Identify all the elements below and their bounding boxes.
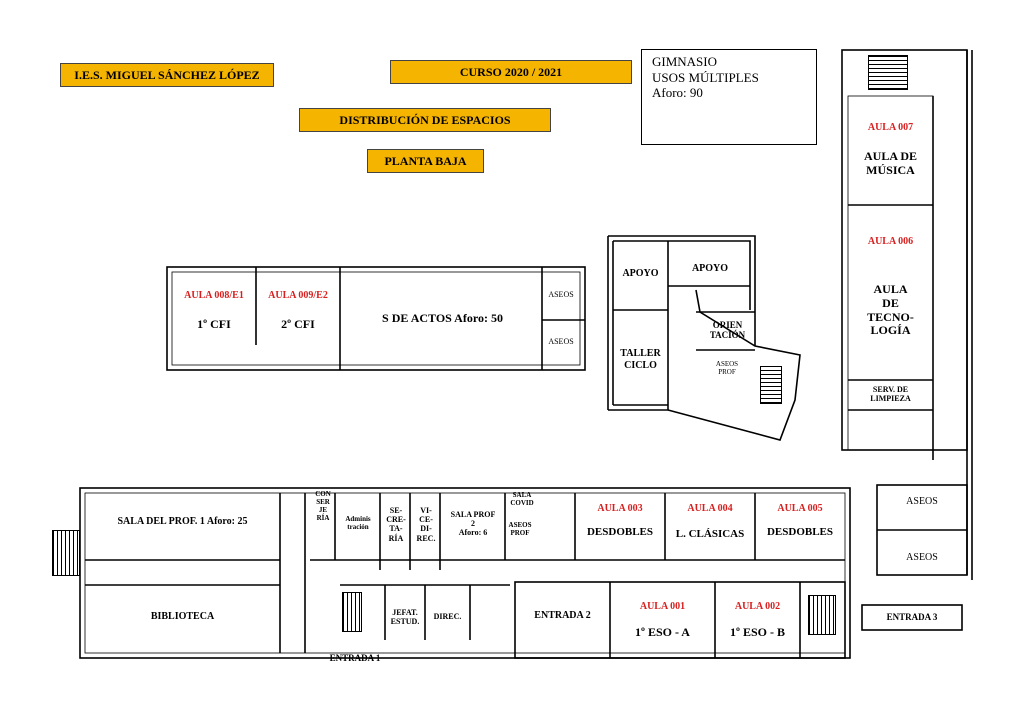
- taller-ciclo: TALLER CICLO: [620, 348, 661, 371]
- aula006-code: AULA 006: [867, 236, 914, 247]
- entrada-1: ENTRADA 1: [329, 653, 381, 663]
- school-title-banner: I.E.S. MIGUEL SÁNCHEZ LÓPEZ: [60, 63, 274, 87]
- aula004-code: AULA 004: [687, 503, 733, 514]
- aula005-code: AULA 005: [777, 503, 823, 514]
- aula003-code: AULA 003: [597, 503, 643, 514]
- aula007-code: AULA 007: [867, 122, 914, 133]
- apoyo-1: APOYO: [622, 268, 659, 279]
- course-banner: CURSO 2020 / 2021: [390, 60, 632, 84]
- floor-banner: PLANTA BAJA: [367, 149, 484, 173]
- course-label: CURSO 2020 / 2021: [459, 64, 563, 79]
- salon-actos: S DE ACTOS Aforo: 50: [382, 311, 503, 325]
- aula003-name: DESDOBLES: [586, 526, 654, 538]
- jefatura-estudios: JEFAT. ESTUD.: [390, 608, 420, 627]
- distribution-banner: DISTRIBUCIÓN DE ESPACIOS: [299, 108, 551, 132]
- stairs-west: [52, 530, 80, 576]
- aula007-name: AULA DE MÚSICA: [863, 149, 917, 177]
- aseos-top-1: ASEOS: [548, 290, 574, 299]
- aula006-name: AULA DE TECNO- LOGÍA: [867, 282, 914, 338]
- aula009-code: AULA 009/E2: [268, 290, 328, 301]
- conserjeria: CON SER JE RÍA: [315, 490, 331, 523]
- gym-info-box: GIMNASIO USOS MÚLTIPLES Aforo: 90: [641, 49, 817, 145]
- vicedireccion: VI- CE- DI- REC.: [416, 506, 436, 543]
- entrada-2: ENTRADA 2: [534, 610, 591, 621]
- aula001-name: 1º ESO - A: [635, 625, 690, 639]
- stairs-central: [342, 592, 362, 632]
- stairs-east: [808, 595, 836, 635]
- aseos-prof-low: ASEOS PROF: [508, 521, 532, 538]
- aula002-code: AULA 002: [734, 601, 781, 612]
- school-title: I.E.S. MIGUEL SÁNCHEZ LÓPEZ: [74, 67, 260, 82]
- aula008-name: 1º CFI: [197, 317, 231, 331]
- aula008-code: AULA 008/E1: [184, 290, 244, 301]
- sala-prof-1: SALA DEL PROF. 1 Aforo: 25: [117, 516, 248, 527]
- sala-prof-2: SALA PROF 2 Aforo: 6: [450, 510, 496, 538]
- floor-label: PLANTA BAJA: [384, 153, 467, 168]
- gym-name: GIMNASIO: [652, 54, 717, 69]
- sala-covid: SALA COVID: [510, 491, 534, 508]
- aula005-name: DESDOBLES: [766, 526, 834, 538]
- servicio-limpieza: SERV. DE LIMPIEZA: [870, 385, 911, 404]
- aseos-top-2: ASEOS: [548, 337, 574, 346]
- orientacion: ORIEN TACIÓN: [709, 320, 746, 341]
- entrada-3: ENTRADA 3: [886, 612, 938, 622]
- biblioteca: BIBLIOTECA: [150, 611, 215, 622]
- stairs-north-wing: [868, 55, 908, 90]
- distribution-label: DISTRIBUCIÓN DE ESPACIOS: [339, 112, 511, 127]
- aula009-name: 2º CFI: [281, 317, 315, 331]
- stairs-orientation: [760, 366, 782, 404]
- aseos-right-2: ASEOS: [906, 552, 938, 563]
- aseos-right-1: ASEOS: [906, 496, 938, 507]
- gym-use: USOS MÚLTIPLES: [652, 69, 759, 85]
- administracion: Adminis tración: [345, 515, 371, 532]
- apoyo-2: APOYO: [691, 263, 729, 274]
- direccion: DIREC.: [433, 612, 462, 621]
- aula004-name: L. CLÁSICAS: [675, 528, 745, 540]
- gym-capacity: Aforo: 90: [652, 85, 703, 101]
- secretaria: SE- CRE- TA- RÍA: [386, 506, 406, 543]
- aseos-prof-mid: ASEOS PROF: [715, 360, 739, 377]
- aula002-name: 1º ESO - B: [730, 625, 785, 639]
- aula001-code: AULA 001: [639, 601, 686, 612]
